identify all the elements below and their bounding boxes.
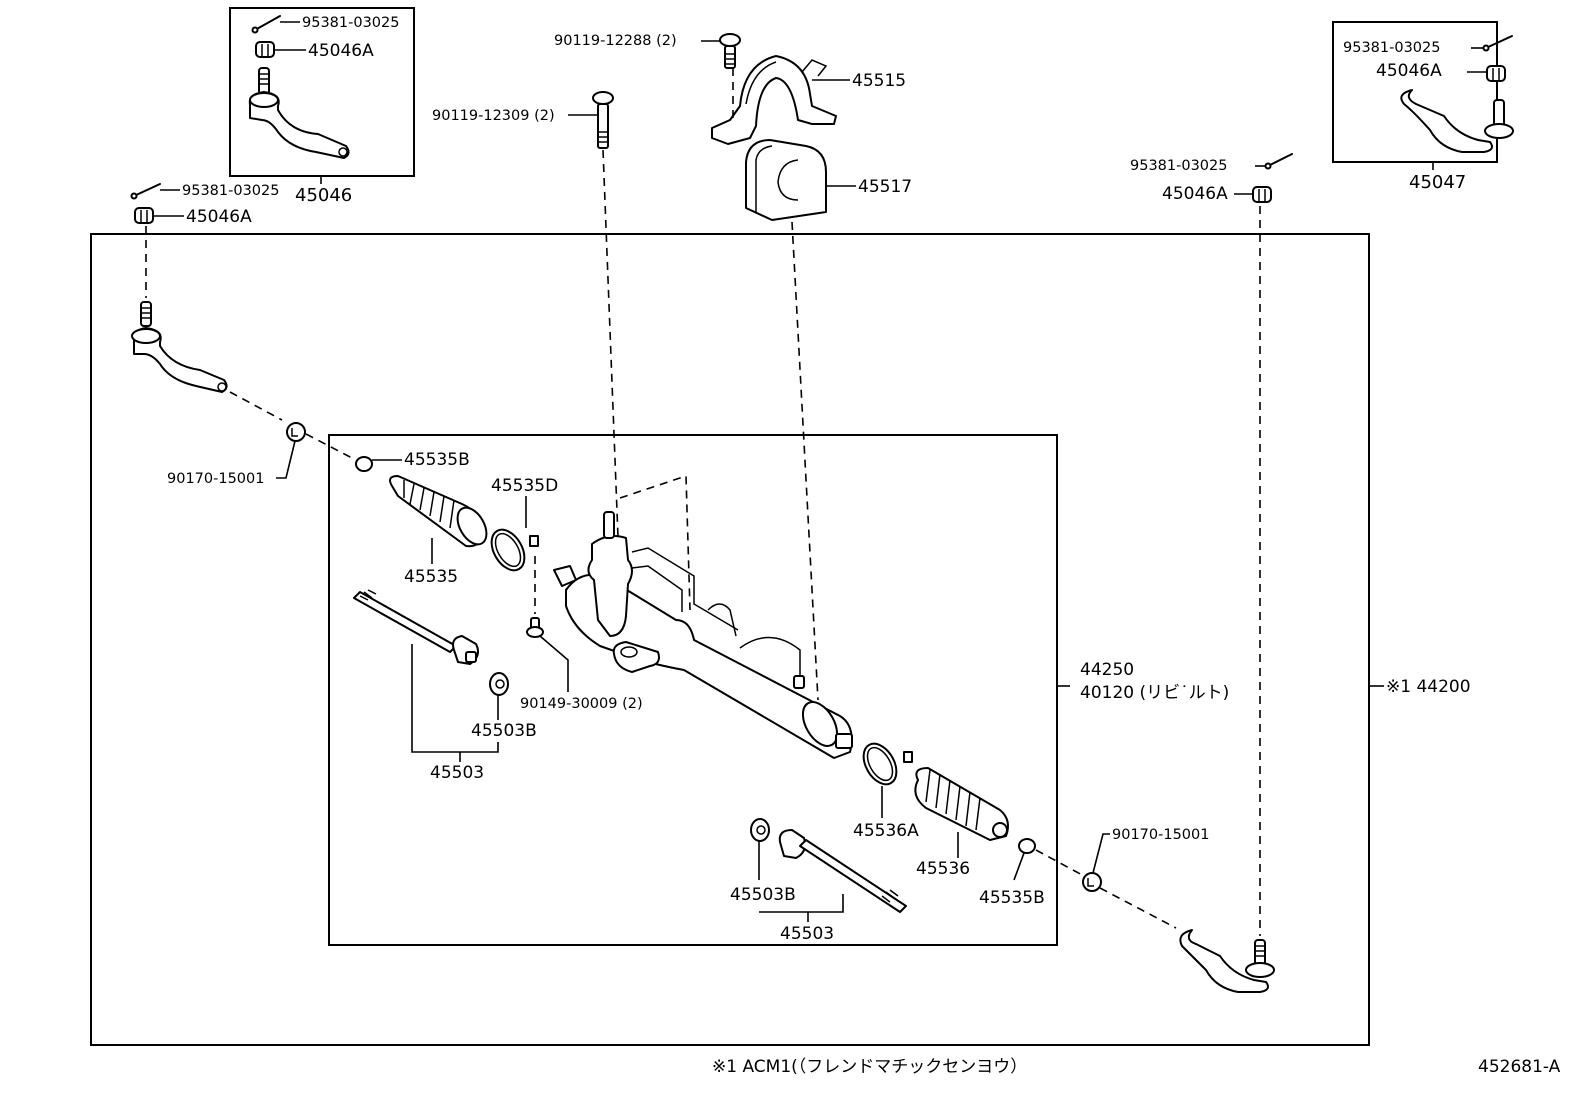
footnote: ※1 ACM1(（フレンドマチックセンヨウ） — [712, 1057, 1027, 1077]
left-cotter-pin-label[interactable]: 95381-03025 — [182, 183, 280, 199]
castle-nut-icon — [255, 41, 275, 58]
tie-rod-end-icon — [248, 67, 350, 159]
cotter-pin-icon — [251, 15, 281, 34]
left-tie-rod-end — [131, 301, 353, 459]
left-clip-label[interactable]: 45535B — [404, 450, 470, 470]
right-boot-label[interactable]: 45536 — [916, 859, 970, 879]
right-clip-group: 45535B — [979, 838, 1045, 908]
outer-assembly-label-group: ※1 44200 — [1369, 677, 1471, 697]
right-inner-tie-rod-group: 45503B 45503 — [730, 818, 907, 944]
right-boot-group: 45536 — [914, 767, 1009, 879]
upper-bolt-group: 90119-12288 (2) — [554, 33, 741, 69]
left-boot-label[interactable]: 45535 — [404, 567, 458, 587]
left-cotter-nut-group: 95381-03025 45046A — [130, 183, 280, 298]
inset-left-nut-label[interactable]: 45046A — [308, 41, 374, 61]
lock-nut-icon — [286, 422, 306, 442]
tie-rod-end-icon — [1400, 89, 1514, 153]
right-tie-rod-label[interactable]: 45503 — [780, 924, 834, 944]
grommet-label[interactable]: 45517 — [858, 177, 912, 197]
left-tie-rod-label[interactable]: 45503 — [430, 763, 484, 783]
right-clamp-group: 45536A — [853, 742, 919, 841]
left-lock-nut-label[interactable]: 90170-15001 — [167, 471, 265, 487]
rack-assembly-label-group: 44250 40120 (リビ˙ルト) — [1057, 660, 1229, 703]
left-lock-nut-group: 90170-15001 — [167, 422, 306, 487]
right-clamp-label[interactable]: 45536A — [853, 821, 919, 841]
outer-assembly-frame — [90, 233, 1370, 1046]
screw-90149-group: 90149-30009 (2) — [520, 556, 643, 712]
inset-right-tie-rod-end-label[interactable]: 45047 — [1409, 172, 1466, 193]
castle-nut-icon — [1486, 65, 1506, 82]
rack-assembly-label-2[interactable]: 40120 (リビ˙ルト) — [1080, 683, 1229, 703]
bolt-lower-label[interactable]: 90119-12309 (2) — [432, 108, 555, 124]
diagram-id: 452681-A — [1478, 1057, 1561, 1077]
grommet-45517-group: 45517 — [745, 139, 912, 701]
left-nut-label[interactable]: 45046A — [186, 207, 252, 227]
right-lock-nut-label[interactable]: 90170-15001 — [1112, 827, 1210, 843]
inset-right-group: 95381-03025 45046A 45047 — [1343, 35, 1514, 193]
rack-assembly-frame — [328, 434, 1058, 946]
lower-bolt-group: 90119-12309 (2) — [432, 91, 623, 641]
right-clip-label[interactable]: 45535B — [979, 888, 1045, 908]
claw-washer-icon — [750, 818, 770, 842]
lock-nut-icon — [1082, 872, 1102, 892]
inset-right-frame — [1332, 21, 1498, 163]
inset-left-group: 95381-03025 45046A 45046 — [248, 15, 400, 206]
castle-nut-icon — [134, 207, 154, 224]
inset-left-cotter-pin-label[interactable]: 95381-03025 — [302, 15, 400, 31]
left-clip-group: 45535B — [355, 450, 470, 472]
cotter-pin-icon — [130, 183, 161, 200]
bracket-label[interactable]: 45515 — [852, 71, 906, 91]
inset-left-frame — [229, 7, 415, 177]
left-boot-group: 45535 — [389, 475, 488, 587]
flange-bolt-icon — [719, 33, 741, 69]
rack-assembly-label-1[interactable]: 44250 — [1080, 660, 1134, 680]
castle-nut-icon — [1252, 186, 1272, 203]
right-cotter-nut-group: 95381-03025 45046A — [1130, 153, 1293, 936]
right-nut-label[interactable]: 45046A — [1162, 184, 1228, 204]
right-tie-rod-end — [1179, 929, 1275, 993]
left-inner-tie-rod-group: 45503B 45503 — [353, 589, 537, 783]
screw-label[interactable]: 90149-30009 (2) — [520, 696, 643, 712]
claw-washer-icon — [489, 672, 509, 696]
left-clamp-group: 45535D — [490, 476, 558, 572]
right-lock-nut-group: 90170-15001 — [1082, 827, 1210, 929]
cotter-pin-icon — [1482, 35, 1513, 52]
right-claw-washer-label[interactable]: 45503B — [730, 885, 796, 905]
flange-bolt-icon — [592, 91, 614, 149]
steering-rack-housing — [553, 474, 853, 759]
left-claw-washer-label[interactable]: 45503B — [471, 721, 537, 741]
bracket-45515-group: 45515 — [711, 55, 906, 145]
right-cotter-pin-label[interactable]: 95381-03025 — [1130, 158, 1228, 174]
inset-right-nut-label[interactable]: 45046A — [1376, 61, 1442, 81]
cotter-pin-icon — [1264, 153, 1293, 170]
left-clamp-label[interactable]: 45535D — [491, 476, 558, 496]
outer-assembly-label[interactable]: ※1 44200 — [1386, 677, 1471, 697]
inset-right-cotter-pin-label[interactable]: 95381-03025 — [1343, 40, 1441, 56]
inset-left-tie-rod-end-label[interactable]: 45046 — [295, 185, 352, 206]
bolt-upper-label[interactable]: 90119-12288 (2) — [554, 33, 677, 49]
